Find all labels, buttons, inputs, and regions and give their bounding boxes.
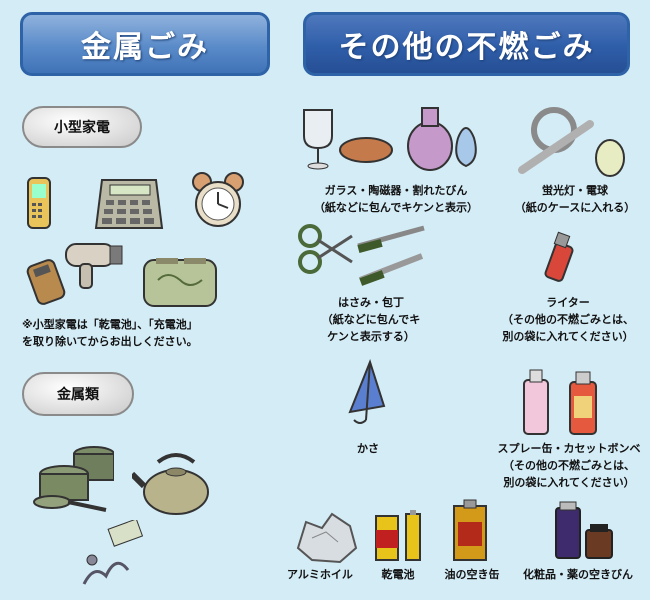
glass-caption-note: （紙などに包んでキケンと表示） xyxy=(313,201,479,214)
lighter-caption-note-1: （その他の不燃ごみとは、 xyxy=(502,313,634,326)
dry-battery-icon xyxy=(370,506,430,564)
fluorescent-caption-note: （紙のケースに入れる） xyxy=(514,201,636,214)
spray-cans-icon xyxy=(516,364,608,436)
lighter-caption-note-2: 別の袋に入れてください） xyxy=(502,330,634,343)
scissors-caption: はさみ・包丁 （紙などに包んでキ ケンと表示する） xyxy=(296,294,446,345)
metal-scrap-icon xyxy=(74,520,148,592)
spray-caption-note-1: （その他の不燃ごみとは、 xyxy=(503,459,635,472)
aluminum-foil-icon xyxy=(292,508,362,566)
alarm-clock-icon xyxy=(188,170,250,230)
small-appliance-battery-note: ※小型家電は「乾電池」、「充電池」 を取り除いてからお出しください。 xyxy=(22,316,272,350)
metals-label: 金属類 xyxy=(22,372,134,416)
glass-caption: ガラス・陶磁器・割れたびん （紙などに包んでキケンと表示） xyxy=(296,182,496,216)
glass-caption-title: ガラス・陶磁器・割れたびん xyxy=(324,184,468,197)
cosmetics-caption: 化粧品・薬の空きびん xyxy=(523,568,633,581)
scissors-caption-title: はさみ・包丁 xyxy=(338,296,404,309)
cosmetics-bottle-icon xyxy=(550,500,620,562)
note-line-1: ※小型家電は「乾電池」、「充電池」 xyxy=(22,318,198,331)
pots-and-pans-icon xyxy=(24,440,114,516)
battery-caption: 乾電池 xyxy=(381,568,415,581)
mobile-phone-icon xyxy=(26,176,54,232)
fluorescent-lamp-icon xyxy=(514,104,634,178)
umbrella-caption: かさ xyxy=(357,442,379,455)
oil-can-caption: 油の空き缶 xyxy=(444,568,500,581)
lighter-caption-title: ライター xyxy=(546,296,590,309)
hair-dryer-icon xyxy=(60,236,130,294)
kettle-icon xyxy=(132,446,218,518)
calculator-icon xyxy=(92,176,164,234)
foil-caption: アルミホイル xyxy=(287,568,353,581)
scissors-and-knives-icon xyxy=(296,222,436,290)
lighter-icon xyxy=(540,230,580,286)
glass-and-ceramics-icon xyxy=(300,104,480,174)
lighter-caption: ライター （その他の不燃ごみとは、 別の袋に入れてください） xyxy=(488,294,648,345)
toaster-icon xyxy=(138,252,224,312)
spray-caption: スプレー缶・カセットボンベ （その他の不燃ごみとは、 別の袋に入れてください） xyxy=(488,440,650,491)
oil-can-icon xyxy=(448,498,494,564)
spray-caption-title: スプレー缶・カセットボンベ xyxy=(497,442,641,455)
other-nonburnable-header: その他の不燃ごみ xyxy=(303,12,630,76)
fluorescent-caption-title: 蛍光灯・電球 xyxy=(542,184,608,197)
small-appliances-label: 小型家電 xyxy=(22,106,142,148)
metal-waste-header: 金属ごみ xyxy=(20,12,270,76)
note-line-2: を取り除いてからお出しください。 xyxy=(22,335,198,348)
scissors-caption-note-1: （紙などに包んでキ xyxy=(321,313,421,326)
spray-caption-note-2: 別の袋に入れてください） xyxy=(503,476,635,489)
fluorescent-caption: 蛍光灯・電球 （紙のケースに入れる） xyxy=(500,182,650,216)
scissors-caption-note-2: ケンと表示する） xyxy=(327,330,415,343)
umbrella-icon xyxy=(340,356,396,428)
electric-shaver-icon xyxy=(26,258,70,308)
